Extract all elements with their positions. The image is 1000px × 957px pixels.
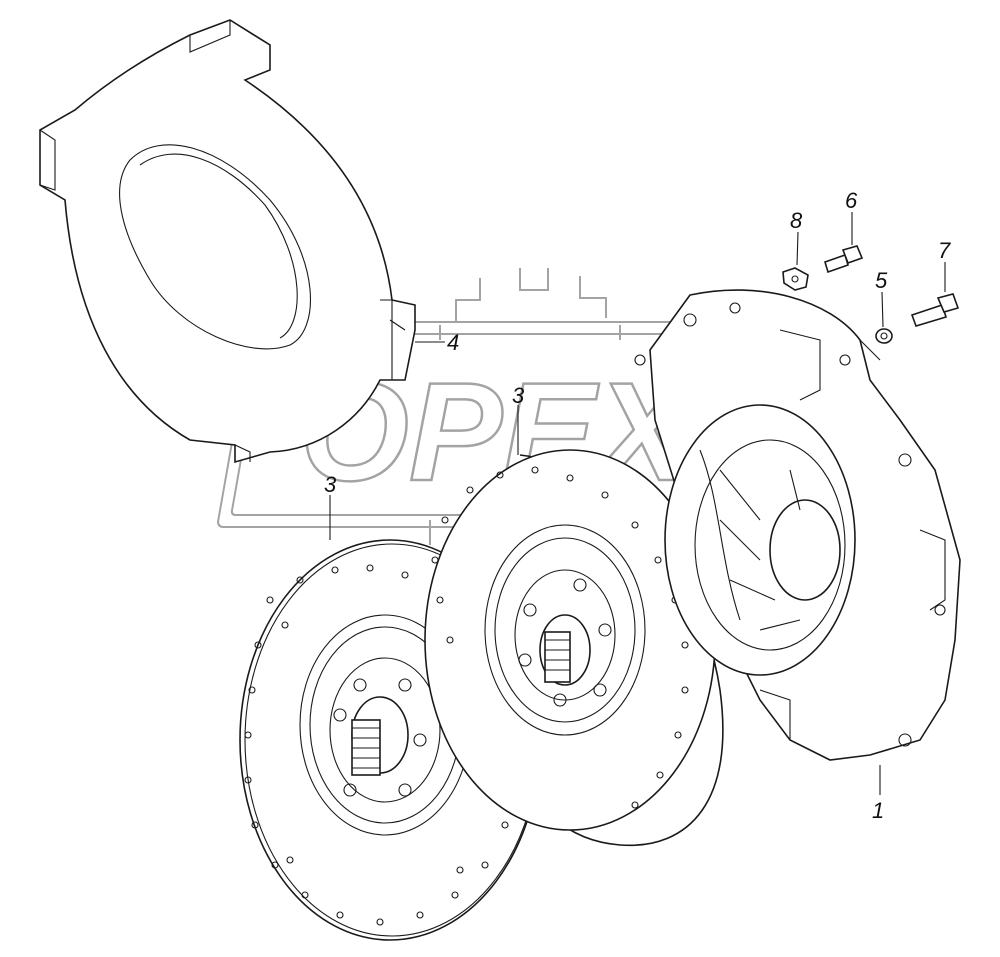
callout-8: 8 [790,208,803,233]
spring-washer [875,328,893,344]
callout-1: 1 [872,798,884,823]
callout-3-front: 3 [324,472,337,497]
callout-7: 7 [938,238,951,263]
callout-5: 5 [875,268,888,293]
callout-6: 6 [845,188,858,213]
callout-4: 4 [447,330,459,355]
watermark-gear [439,268,621,340]
clutch-cover-assembly [634,289,961,761]
callout-3-rear: 3 [512,383,525,408]
bolt-short [824,245,864,274]
leader-lines [329,212,946,795]
lock-washer [782,267,809,291]
intermediate-plate [39,19,416,464]
bolt-long [910,293,960,327]
